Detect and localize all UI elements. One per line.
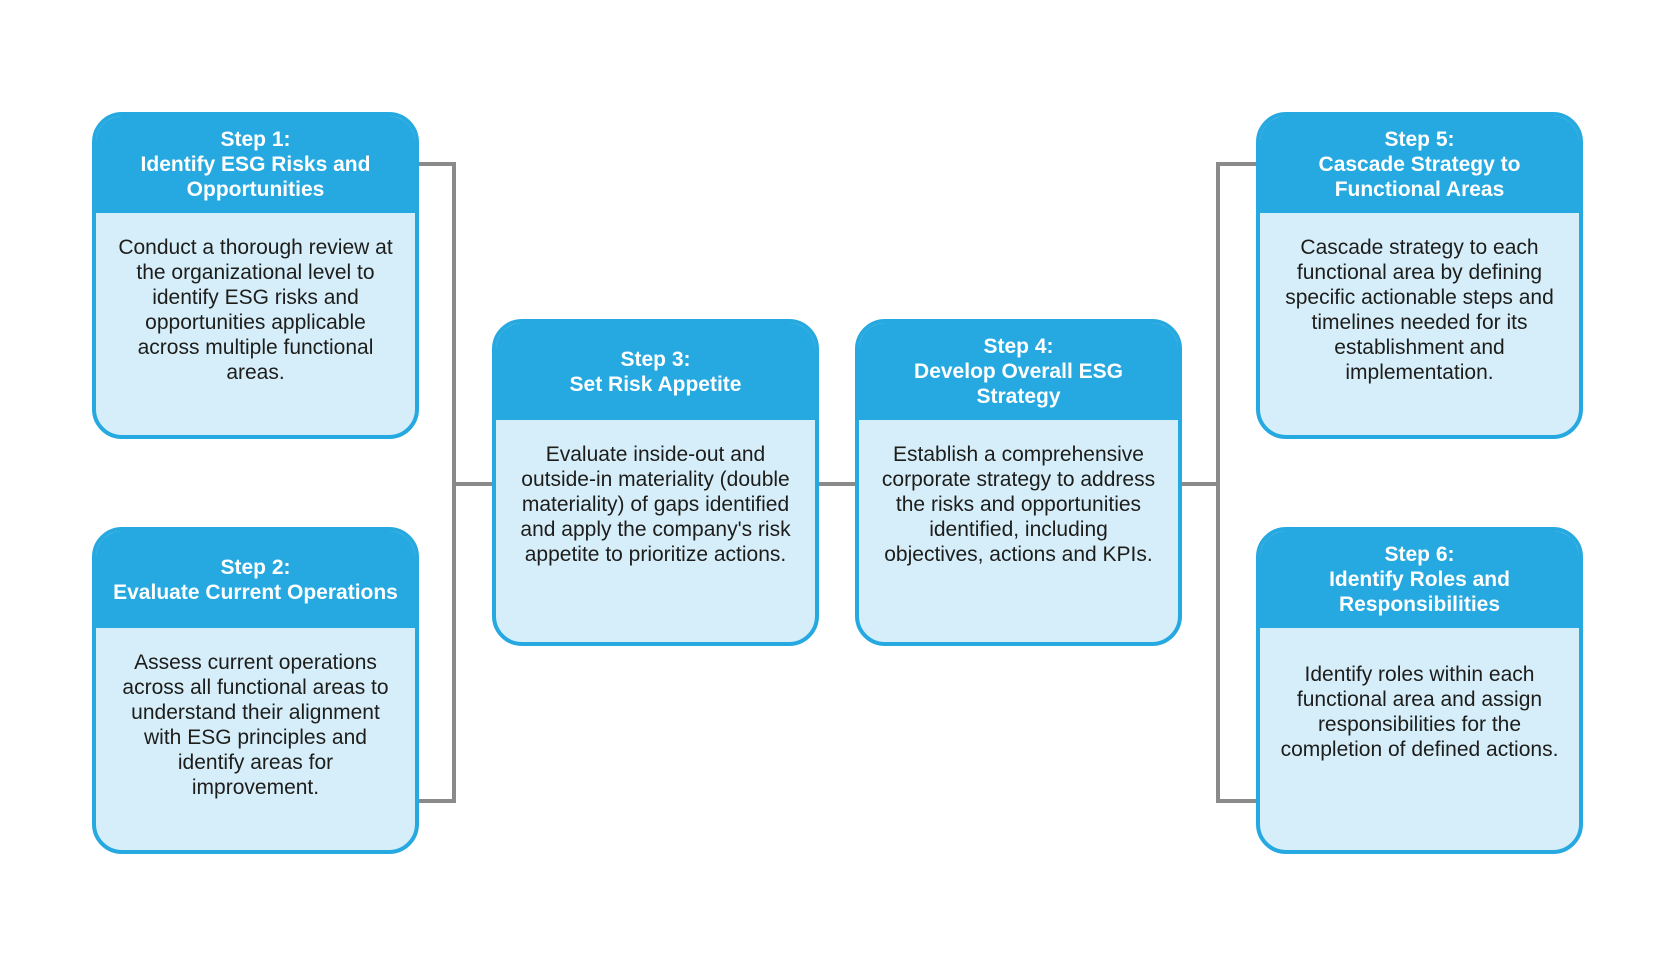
step-6-card: Step 6: Identify Roles and Responsibilit… <box>1256 527 1583 854</box>
step-1-title: Identify ESG Risks and Opportunities <box>140 153 371 201</box>
step-5-number: Step 5: <box>1384 128 1455 151</box>
step-1-card: Step 1: Identify ESG Risks and Opportuni… <box>92 112 419 439</box>
connector-step5 <box>1216 162 1256 484</box>
step-3-card: Step 3: Set Risk Appetite Evaluate insid… <box>492 319 819 646</box>
step-2-card: Step 2: Evaluate Current Operations Asse… <box>92 527 419 854</box>
step-5-header: Step 5: Cascade Strategy to Functional A… <box>1260 116 1579 213</box>
connector-step2 <box>418 484 456 803</box>
step-3-header: Step 3: Set Risk Appetite <box>496 323 815 420</box>
step-1-description: Conduct a thorough review at the organiz… <box>118 236 393 384</box>
step-5-card: Step 5: Cascade Strategy to Functional A… <box>1256 112 1583 439</box>
step-2-title: Evaluate Current Operations <box>113 580 398 604</box>
step-6-title: Identify Roles and Responsibilities <box>1329 568 1510 616</box>
step-3-description: Evaluate inside-out and outside-in mater… <box>520 443 791 566</box>
step-3-number: Step 3: <box>620 347 691 371</box>
step-5-body: Cascade strategy to each functional area… <box>1260 213 1579 435</box>
step-4-header: Step 4: Develop Overall ESG Strategy <box>859 323 1178 420</box>
step-1-body: Conduct a thorough review at the organiz… <box>96 213 415 435</box>
step-4-body: Establish a comprehensive corporate stra… <box>859 420 1178 642</box>
step-6-header: Step 6: Identify Roles and Responsibilit… <box>1260 531 1579 628</box>
step-6-description: Identify roles within each functional ar… <box>1280 663 1559 761</box>
step-1-header: Step 1: Identify ESG Risks and Opportuni… <box>96 116 415 213</box>
step-4-description: Establish a comprehensive corporate stra… <box>881 443 1156 566</box>
step-1-number: Step 1: <box>220 128 291 151</box>
step-3-title: Set Risk Appetite <box>569 372 742 396</box>
step-5-title: Cascade Strategy to Functional Areas <box>1318 153 1521 201</box>
connector-step1 <box>418 162 456 484</box>
step-6-body: Identify roles within each functional ar… <box>1260 628 1579 850</box>
step-2-number: Step 2: <box>220 555 291 579</box>
step-2-body: Assess current operations across all fun… <box>96 628 415 850</box>
step-4-title: Develop Overall ESG Strategy <box>914 360 1123 408</box>
step-6-number: Step 6: <box>1384 543 1455 566</box>
step-5-description: Cascade strategy to each functional area… <box>1285 236 1554 384</box>
step-3-body: Evaluate inside-out and outside-in mater… <box>496 420 815 642</box>
step-2-description: Assess current operations across all fun… <box>122 651 389 799</box>
step-4-card: Step 4: Develop Overall ESG Strategy Est… <box>855 319 1182 646</box>
step-4-number: Step 4: <box>983 335 1054 358</box>
connector-step6 <box>1216 484 1256 803</box>
step-2-header: Step 2: Evaluate Current Operations <box>96 531 415 628</box>
